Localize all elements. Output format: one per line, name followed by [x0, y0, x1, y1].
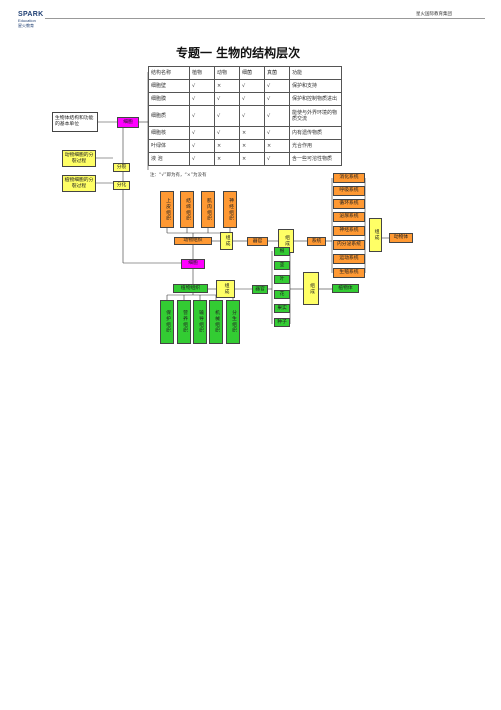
- plant-organ-flower: 花: [274, 290, 290, 299]
- table-header: 动物: [214, 66, 240, 80]
- table-cell: √: [189, 152, 215, 166]
- table-cell: 能使与外界环境的物质交流: [289, 105, 342, 127]
- cell-mid-box: 细胞: [181, 259, 205, 269]
- system-item: 循环系统: [333, 199, 365, 209]
- organ-plant-box: 器官: [252, 285, 268, 294]
- table-cell: 细胞膜: [148, 92, 190, 106]
- logo-sub-cn: 星火教育: [18, 23, 34, 28]
- table-cell: ×: [239, 139, 265, 153]
- table-cell: ×: [214, 152, 240, 166]
- plant-tissue-meristem: 分生组织: [226, 300, 240, 344]
- table-cell: √: [239, 105, 265, 127]
- table-cell: ×: [214, 139, 240, 153]
- table-cell: √: [239, 79, 265, 93]
- table-cell: 细胞质: [148, 105, 190, 127]
- system-item: 泌尿系统: [333, 212, 365, 222]
- table-cell: √: [264, 92, 290, 106]
- table-cell: √: [264, 152, 290, 166]
- animal-tissue-nerve: 神经组织: [223, 191, 237, 228]
- table-cell: √: [214, 126, 240, 140]
- plant-body-box: 植物体: [332, 284, 359, 293]
- table-cell: 光合作用: [289, 139, 342, 153]
- table-cell: √: [264, 79, 290, 93]
- table-cell: 保护和控制物质进出: [289, 92, 342, 106]
- cell-box: 细胞: [117, 117, 139, 128]
- plant-organ-seed: 种子: [274, 318, 290, 327]
- system-item: 运动系统: [333, 254, 365, 264]
- table-note: 注：“√”即为有，“×”为没有: [150, 173, 207, 178]
- system-item: 神经系统: [333, 226, 365, 236]
- table-cell: ×: [239, 126, 265, 140]
- table-cell: 内有遗传物质: [289, 126, 342, 140]
- animal-tissue-connective: 结缔组织: [180, 191, 194, 228]
- system-item: 呼吸系统: [333, 186, 365, 196]
- table-cell: √: [189, 139, 215, 153]
- header-divider: [45, 18, 485, 19]
- table-row: 细胞核 √ √ × √ 内有遗传物质: [148, 126, 342, 140]
- table-header: 植物: [189, 66, 215, 80]
- table-cell: ×: [239, 152, 265, 166]
- compose-box-3: 组成: [369, 218, 382, 252]
- plant-organ-stem: 茎: [274, 261, 290, 270]
- plant-organ-fruit: 果实: [274, 304, 290, 313]
- plant-division-box: 植物细胞的分裂过程: [62, 175, 96, 192]
- table-cell: √: [264, 126, 290, 140]
- table-cell: 含一些可溶性物质: [289, 152, 342, 166]
- table-cell: √: [189, 79, 215, 93]
- table-cell: √: [264, 105, 290, 127]
- table-header-row: 结构名称 植物 动物 细菌 真菌 功能: [148, 66, 342, 80]
- table-row: 细胞质 √ √ √ √ 能使与外界环境的物质交流: [148, 105, 342, 127]
- table-cell: 液 泡: [148, 152, 190, 166]
- split-box: 分裂: [113, 163, 130, 172]
- logo-text: SPARK: [18, 11, 44, 18]
- animal-body-box: 动物体: [389, 233, 413, 243]
- system-item: 生殖系统: [333, 268, 365, 278]
- system-item: 内分泌系统: [333, 240, 365, 250]
- animal-division-box: 动物细胞的分裂过程: [62, 150, 96, 167]
- table-cell: 细胞壁: [148, 79, 190, 93]
- plant-tissue-nutritive: 营养组织: [177, 300, 191, 344]
- plant-tissue-conductive: 输导组织: [193, 300, 207, 344]
- table-cell: ×: [264, 139, 290, 153]
- table-header: 细菌: [239, 66, 265, 80]
- plant-tissue-protective: 保护组织: [160, 300, 174, 344]
- table-row: 叶绿体 √ × × × 光合作用: [148, 139, 342, 153]
- logo-sub-en: Education: [18, 18, 36, 23]
- plant-organ-leaf: 叶: [274, 275, 290, 284]
- table-cell: 细胞核: [148, 126, 190, 140]
- table-cell: √: [189, 92, 215, 106]
- compose-box-4: 组成: [216, 280, 235, 298]
- animal-tissue-epithelial: 上皮组织: [160, 191, 174, 228]
- animal-tissue-box: 动物组织: [174, 237, 212, 245]
- table-cell: √: [239, 92, 265, 106]
- table-row: 细胞壁 √ × √ √ 保护和支持: [148, 79, 342, 93]
- table-cell: 叶绿体: [148, 139, 190, 153]
- compose-box-1: 组成: [220, 232, 233, 250]
- system-box: 系统: [307, 237, 326, 246]
- page-title: 专题一 生物的结构层次: [176, 46, 301, 60]
- table-cell: ×: [214, 79, 240, 93]
- table-row: 液 泡 √ × × √ 含一些可溶性物质: [148, 152, 342, 166]
- cell-structure-table: 结构名称 植物 动物 细菌 真菌 功能 细胞壁 √ × √ √ 保护和支持 细胞…: [148, 66, 342, 166]
- table-cell: 保护和支持: [289, 79, 342, 93]
- table-cell: √: [214, 105, 240, 127]
- organ-animal-box: 器官: [247, 237, 268, 246]
- table-cell: √: [189, 105, 215, 127]
- table-header: 功能: [289, 66, 342, 80]
- table-cell: √: [214, 92, 240, 106]
- differentiation-box: 分化: [113, 181, 130, 190]
- plant-tissue-box: 植物组织: [173, 284, 208, 293]
- table-header: 真菌: [264, 66, 290, 80]
- header-right-text: 星火国际教育集团: [416, 12, 452, 17]
- compose-box-5: 组成: [303, 272, 319, 305]
- table-cell: √: [189, 126, 215, 140]
- table-row: 细胞膜 √ √ √ √ 保护和控制物质进出: [148, 92, 342, 106]
- plant-organ-root: 根: [274, 247, 290, 256]
- logo: SPARK Education 星火教育: [18, 11, 43, 29]
- animal-tissue-muscle: 肌肉组织: [201, 191, 215, 228]
- system-item: 消化系统: [333, 173, 365, 183]
- plant-tissue-mechanical: 机械组织: [209, 300, 223, 344]
- cell-unit-box: 生物体结构和功能的基本单位: [52, 112, 98, 132]
- table-header: 结构名称: [148, 66, 190, 80]
